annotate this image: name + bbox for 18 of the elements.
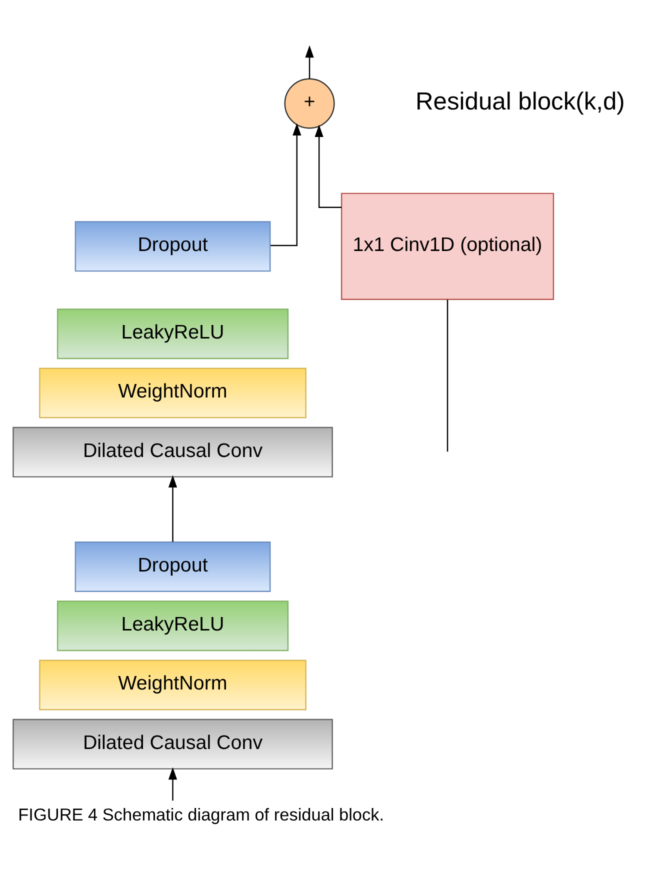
node-box: WeightNorm: [39, 659, 306, 710]
arrow: [270, 122, 302, 246]
node-box: Dilated Causal Conv: [12, 718, 333, 769]
arrow: [168, 766, 178, 800]
node-box: 1x1 Cinv1D (optional): [340, 192, 554, 300]
node-box: Dropout: [74, 541, 271, 592]
caption: FIGURE 4 Schematic diagram of residual block.: [18, 804, 384, 824]
arrow: [314, 124, 342, 208]
node-box: Dilated Causal Conv: [12, 426, 333, 477]
node-box: LeakyReLU: [56, 600, 289, 651]
node-circle: +: [284, 78, 335, 128]
node-box: LeakyReLU: [56, 308, 289, 359]
node-box: Dropout: [74, 220, 271, 272]
label: Residual block(k,d): [416, 88, 625, 116]
arrow: [168, 474, 178, 542]
arrow: [305, 44, 314, 78]
node-box: WeightNorm: [39, 367, 306, 418]
connector: [446, 299, 448, 452]
